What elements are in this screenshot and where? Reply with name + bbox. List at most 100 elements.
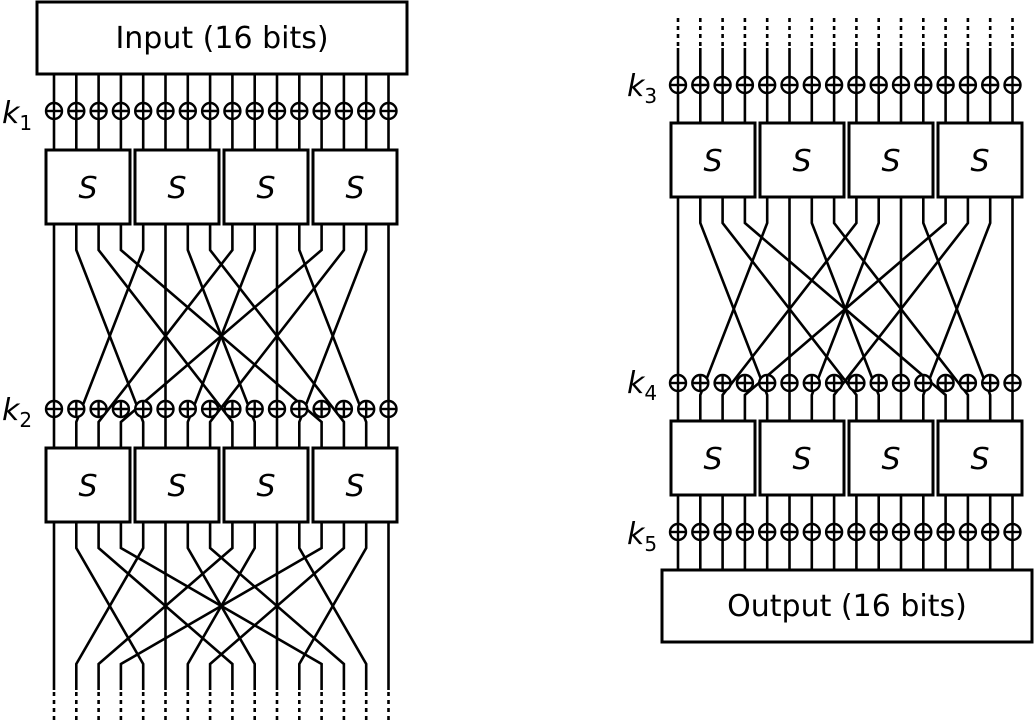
xor-k4 xyxy=(735,373,755,393)
input-box: Input (16 bits) xyxy=(35,0,409,76)
xor-k4 xyxy=(847,373,866,393)
sbox: S xyxy=(222,446,310,524)
xor-k5 xyxy=(780,522,799,542)
xor-k5 xyxy=(891,522,911,542)
sbox: S xyxy=(44,446,132,524)
xor-k2 xyxy=(111,399,131,419)
output-box-label: Output (16 bits) xyxy=(727,589,967,624)
xor-k3 xyxy=(668,75,688,95)
xor-k5 xyxy=(691,522,710,542)
xor-k1 xyxy=(133,101,153,121)
xor-k3 xyxy=(914,75,933,95)
key-label-k3: k3 xyxy=(627,69,657,108)
perm-wire xyxy=(832,197,970,421)
sbox-label: S xyxy=(970,144,989,179)
sbox: S xyxy=(936,121,1024,199)
xor-k3 xyxy=(758,75,777,95)
perm-wire xyxy=(119,522,323,690)
xor-k1 xyxy=(156,101,175,121)
xor-k2 xyxy=(89,399,108,419)
sbox: S xyxy=(133,148,221,226)
xor-k4 xyxy=(914,373,933,393)
xor-k3 xyxy=(847,75,866,95)
xor-k4 xyxy=(936,373,955,393)
xor-k1 xyxy=(290,101,309,121)
xor-k5 xyxy=(713,522,732,542)
xor-k3 xyxy=(713,75,732,95)
xor-k2 xyxy=(267,399,287,419)
sbox-label: S xyxy=(703,144,722,179)
key-label-k2: k2 xyxy=(2,393,32,432)
perm-wire xyxy=(298,522,368,690)
sbox: S xyxy=(311,446,399,524)
xor-k2 xyxy=(156,399,175,419)
xor-k5 xyxy=(958,522,978,542)
xor-k1 xyxy=(357,101,376,121)
sbox: S xyxy=(758,419,846,497)
sbox-label: S xyxy=(792,442,811,477)
sbox: S xyxy=(758,121,846,199)
xor-k5 xyxy=(735,522,755,542)
xor-k2 xyxy=(178,399,198,419)
xor-k1 xyxy=(245,101,264,121)
xor-k4 xyxy=(802,373,821,393)
xor-k2 xyxy=(312,399,331,419)
input-box-label: Input (16 bits) xyxy=(115,21,328,56)
sbox-label: S xyxy=(970,442,989,477)
xor-k3 xyxy=(802,75,821,95)
xor-k5 xyxy=(936,522,955,542)
xor-k1 xyxy=(312,101,331,121)
sbox: S xyxy=(311,148,399,226)
xor-k3 xyxy=(691,75,710,95)
xor-k3 xyxy=(958,75,978,95)
xor-k2 xyxy=(379,399,398,419)
sbox-label: S xyxy=(881,442,900,477)
xor-k1 xyxy=(178,101,198,121)
sbox: S xyxy=(936,419,1024,497)
perm-wire xyxy=(298,224,368,448)
xor-k3 xyxy=(891,75,911,95)
xor-k3 xyxy=(735,75,755,95)
perm-wire xyxy=(75,522,145,690)
xor-k2 xyxy=(245,399,264,419)
xor-k2 xyxy=(67,399,86,419)
key-label-k1: k1 xyxy=(2,96,32,135)
key-label-k5: k5 xyxy=(627,517,657,556)
sbox-label: S xyxy=(345,171,364,206)
xor-k1 xyxy=(89,101,108,121)
perm-wire xyxy=(721,197,858,421)
xor-k2 xyxy=(223,399,242,419)
perm-wire xyxy=(743,197,947,421)
sbox: S xyxy=(669,419,757,497)
xor-k2 xyxy=(290,399,309,419)
perm-wire xyxy=(208,224,346,448)
sbox-label: S xyxy=(792,144,811,179)
xor-k1 xyxy=(334,101,354,121)
xor-k4 xyxy=(891,373,911,393)
xor-k2 xyxy=(200,399,220,419)
perm-wire xyxy=(922,197,992,421)
xor-k4 xyxy=(758,373,777,393)
xor-k5 xyxy=(869,522,888,542)
xor-k5 xyxy=(668,522,688,542)
xor-k3 xyxy=(981,75,1000,95)
sbox: S xyxy=(44,148,132,226)
sbox-label: S xyxy=(167,469,186,504)
perm-wire xyxy=(75,224,145,448)
sbox-label: S xyxy=(78,469,97,504)
xor-k4 xyxy=(981,373,1000,393)
xor-k1 xyxy=(223,101,242,121)
xor-k4 xyxy=(958,373,978,393)
xor-k4 xyxy=(713,373,732,393)
sbox: S xyxy=(669,121,757,199)
xor-k4 xyxy=(780,373,799,393)
xor-k1 xyxy=(379,101,398,121)
xor-k2 xyxy=(334,399,354,419)
perm-wire xyxy=(97,224,234,448)
xor-k4 xyxy=(824,373,844,393)
xor-k1 xyxy=(267,101,287,121)
xor-k5 xyxy=(758,522,777,542)
sbox: S xyxy=(133,446,221,524)
